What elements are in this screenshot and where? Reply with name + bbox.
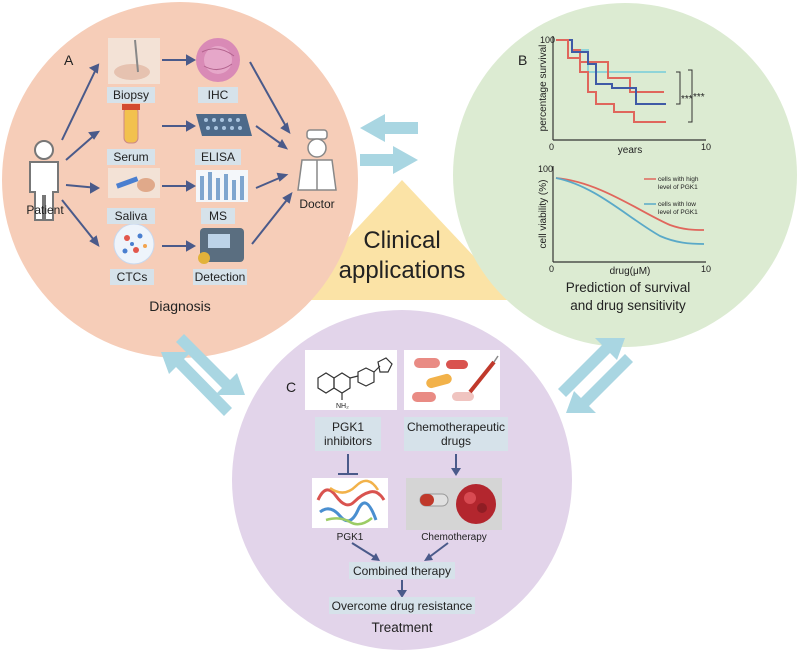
ctcs-image (113, 223, 155, 265)
chemo-drugs-image (404, 350, 500, 410)
combined-arrows (351, 542, 449, 561)
detection-image (198, 228, 244, 264)
patient-icon (29, 140, 59, 221)
ihc-image (196, 38, 240, 82)
biopsy-image (108, 38, 160, 84)
doctor-label: Doctor (299, 197, 334, 211)
pgk1-protein-image (312, 478, 388, 528)
viability-xlabel: drug(μM) (610, 266, 651, 277)
inhibitor-structure-image: NH₂ (305, 350, 397, 410)
center-triangle (290, 180, 515, 300)
biopsy-box (107, 87, 155, 103)
panel-b-title-line2: and drug sensitivity (570, 298, 686, 313)
viability-xtick-left: 0 (549, 264, 554, 274)
center-title-line2: applications (339, 257, 466, 284)
doctor-icon (297, 129, 337, 191)
inhibition-bar (338, 454, 358, 475)
survival-curves (556, 39, 666, 123)
overcome-resistance-box (329, 597, 475, 614)
survival-xlabel: years (618, 145, 642, 156)
legend-high-line2: level of PGK1 (658, 184, 698, 191)
elisa-image (196, 114, 252, 136)
ms-box (201, 208, 235, 224)
ms-label: MS (209, 209, 227, 223)
overcome-resistance-label: Overcome drug resistance (332, 599, 473, 613)
panel-a-title: Diagnosis (149, 298, 210, 314)
detection-label: Detection (195, 270, 246, 284)
viability-curve-high (555, 177, 705, 231)
method-doctor-arrows (249, 61, 293, 245)
panel-c-title: Treatment (371, 620, 432, 635)
pgk1-protein-label: PGK1 (337, 532, 364, 543)
survival-ytick-top: 100 (540, 35, 555, 45)
double-arrow-a-c (161, 334, 245, 416)
chemo-drugs-line2: drugs (441, 434, 471, 448)
ms-image (196, 170, 248, 202)
panel-b-title-line1: Prediction of survival (566, 280, 691, 295)
viability-ylabel: cell viability (%) (538, 180, 549, 249)
saliva-label: Saliva (115, 209, 148, 223)
serum-label: Serum (113, 150, 148, 164)
saliva-image (108, 168, 160, 198)
chemotherapy-label: Chemotherapy (421, 532, 487, 543)
legend-low-line2: level of PGK1 (658, 209, 698, 216)
nh2-label: NH₂ (336, 403, 349, 410)
chemotherapy-image (406, 478, 502, 530)
survival-xtick-left: 0 (549, 142, 554, 152)
survival-curve-4 (556, 39, 666, 123)
viability-curve-low (555, 177, 705, 245)
survival-curve-3 (556, 39, 666, 105)
chemo-drugs-line1: Chemotherapeutic (407, 420, 505, 434)
ctcs-box (110, 269, 154, 285)
survival-xtick-right: 10 (701, 142, 711, 152)
center-title-line1: Clinical (363, 227, 440, 254)
ihc-label: IHC (208, 88, 229, 102)
pgk1-inhibitors-line2: inhibitors (324, 434, 372, 448)
pgk1-inhibitors-line1: PGK1 (332, 420, 364, 434)
significance-brackets (676, 69, 693, 123)
double-arrow-b-c (558, 338, 633, 413)
combined-therapy-label: Combined therapy (353, 564, 451, 578)
legend-high-line1: cells with high (658, 176, 699, 183)
survival-ylabel: percentage survival (538, 45, 549, 132)
serum-box (107, 149, 155, 165)
patient-arrows (61, 63, 101, 248)
combined-therapy-box (349, 562, 455, 579)
significance-1: *** (681, 94, 693, 105)
double-arrow-a-b (360, 114, 418, 174)
viability-chart: 100 0 10 drug(μM) cell viability (%) cel… (538, 164, 711, 277)
viability-xtick-right: 10 (701, 264, 711, 274)
overcome-arrow (397, 580, 407, 598)
pgk1-inhibitors-box (315, 417, 381, 451)
panel-a-letter: A (64, 52, 74, 68)
chemo-arrow (451, 454, 461, 476)
panel-a-circle (2, 2, 358, 358)
elisa-label: ELISA (201, 150, 235, 164)
ctcs-label: CTCs (117, 270, 148, 284)
panel-b-circle (453, 3, 797, 347)
chemo-drugs-box (404, 417, 508, 451)
viability-ytick-top: 100 (538, 164, 553, 174)
panel-b-letter: B (518, 52, 527, 68)
serum-image (122, 104, 140, 144)
patient-label: Patient (26, 203, 64, 217)
survival-chart: 100 0 10 years percentage survival *** *… (538, 35, 711, 156)
elisa-box (195, 149, 241, 165)
panel-c-letter: C (286, 379, 296, 395)
significance-2: *** (693, 92, 705, 103)
legend-low-line1: cells with low (658, 201, 696, 208)
ihc-box (198, 87, 238, 103)
detection-box (193, 269, 247, 285)
saliva-box (107, 208, 155, 224)
biopsy-label: Biopsy (113, 88, 149, 102)
sample-method-arrows (162, 54, 197, 252)
